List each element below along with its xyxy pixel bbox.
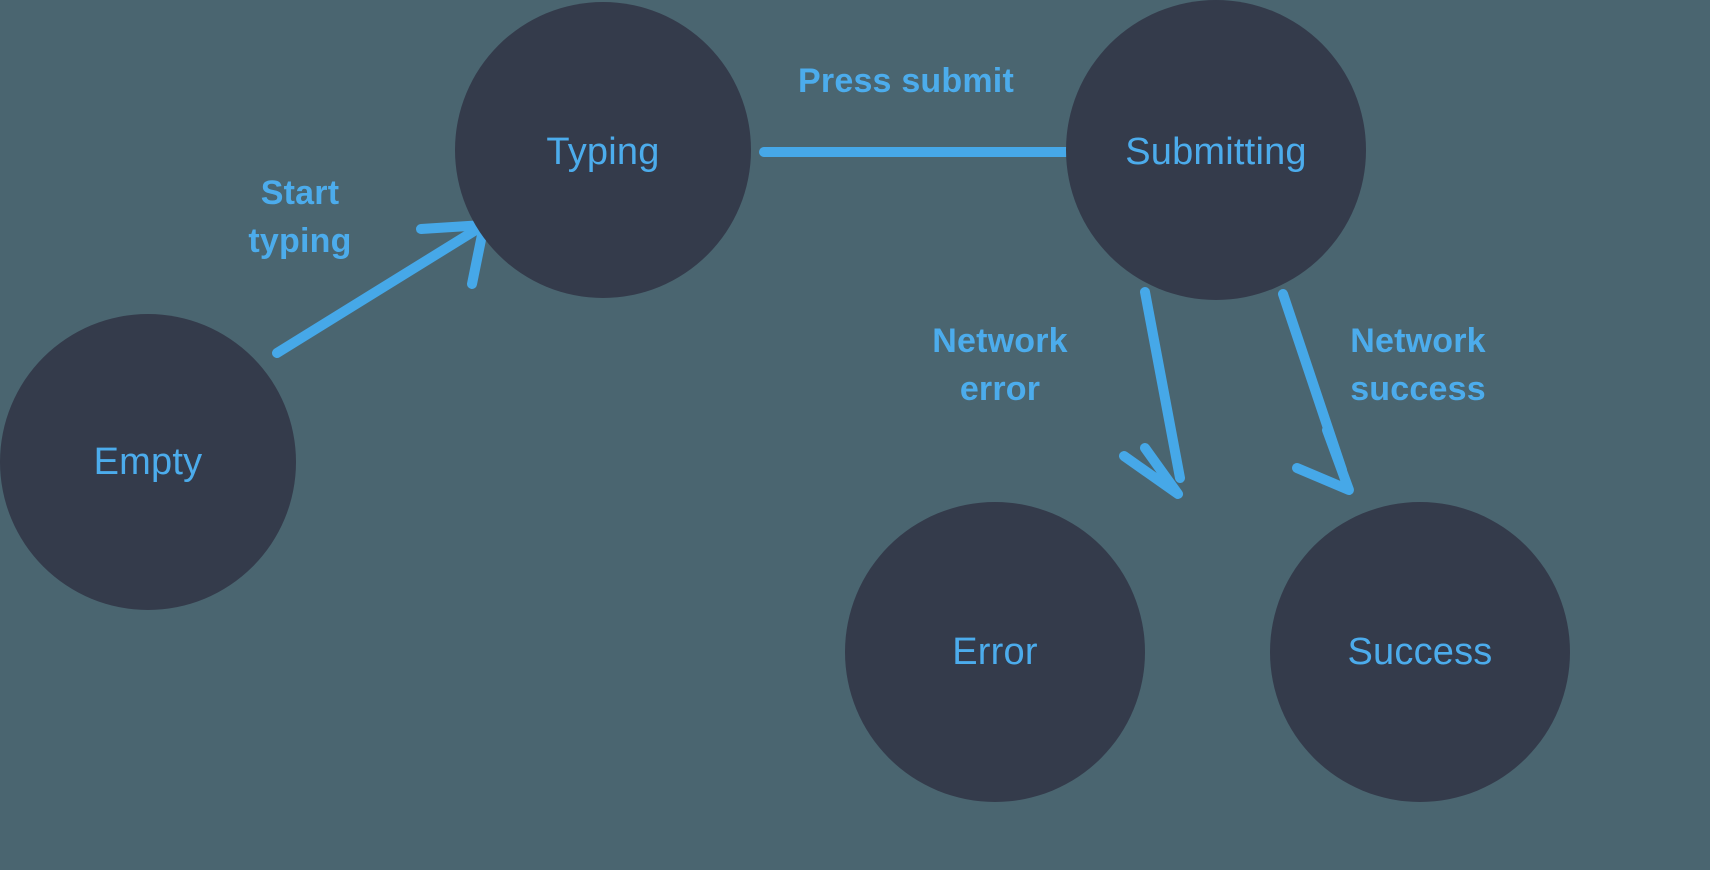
state-node-label-empty: Empty	[94, 441, 203, 483]
edge-network-success	[1278, 289, 1354, 495]
edge-network-error	[1119, 287, 1185, 499]
edge-label-line: error	[960, 370, 1040, 408]
edge-label-line: success	[1350, 370, 1486, 408]
state-node-error[interactable]: Error	[845, 502, 1145, 802]
edge-label-line: Press submit	[798, 62, 1014, 100]
edge-label-press-submit: Press submit	[798, 62, 1014, 100]
state-node-typing[interactable]: Typing	[455, 2, 751, 298]
state-node-label-submitting: Submitting	[1125, 131, 1307, 173]
state-node-circle-submitting[interactable]	[1066, 0, 1366, 300]
edge-label-line: Start	[261, 174, 339, 212]
state-node-label-error: Error	[952, 631, 1038, 673]
edge-line-network-error	[1140, 287, 1185, 483]
state-node-empty[interactable]: Empty	[0, 314, 296, 610]
edge-label-network-error: Network error	[932, 322, 1068, 408]
edge-label-line: Network	[932, 322, 1068, 360]
edge-label-line: typing	[248, 222, 351, 260]
state-node-circle-typing[interactable]	[455, 2, 751, 298]
edge-label-line: Network	[1350, 322, 1486, 360]
arrowhead-icon-network-success	[1292, 425, 1354, 495]
edge-line-start-typing	[272, 223, 484, 358]
edge-label-start-typing: Start typing	[248, 174, 351, 260]
state-node-circle-error[interactable]	[845, 502, 1145, 802]
edges-layer	[272, 112, 1354, 499]
state-node-submitting[interactable]: Submitting	[1066, 0, 1366, 300]
arrowhead-icon-network-error	[1119, 443, 1183, 499]
edge-label-network-success: Network success	[1350, 322, 1486, 408]
state-node-label-success: Success	[1347, 631, 1492, 673]
state-node-success[interactable]: Success	[1270, 502, 1570, 802]
state-node-circle-empty[interactable]	[0, 314, 296, 610]
state-node-label-typing: Typing	[546, 131, 659, 173]
state-node-circle-success[interactable]	[1270, 502, 1570, 802]
